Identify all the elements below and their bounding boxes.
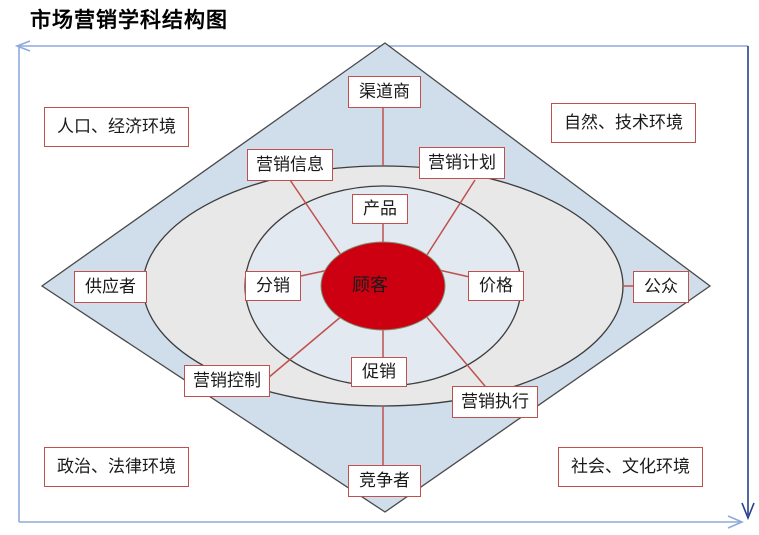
label-place: 分销: [245, 271, 301, 301]
outer-frame: [14, 40, 755, 529]
label-demographic-economic: 人口、经济环境: [44, 107, 189, 147]
customer-core-ellipse: [320, 241, 446, 331]
label-social-cultural: 社会、文化环境: [558, 447, 703, 487]
label-marketing-plan: 营销计划: [419, 147, 505, 179]
page-title: 市场营销学科结构图: [30, 7, 228, 32]
label-political-legal: 政治、法律环境: [44, 447, 189, 487]
label-product: 产品: [352, 194, 408, 224]
center-label: 顾客: [352, 275, 388, 296]
label-supplier: 供应者: [74, 271, 147, 303]
label-public: 公众: [633, 271, 689, 303]
label-promotion: 促销: [351, 357, 407, 387]
label-natural-technological: 自然、技术环境: [551, 103, 696, 143]
label-marketing-information: 营销信息: [247, 149, 333, 181]
label-marketing-execution: 营销执行: [452, 386, 538, 418]
label-price: 价格: [468, 271, 524, 301]
label-channel: 渠道商: [348, 76, 421, 108]
label-marketing-control: 营销控制: [184, 365, 270, 397]
label-competitor: 竞争者: [348, 465, 421, 497]
